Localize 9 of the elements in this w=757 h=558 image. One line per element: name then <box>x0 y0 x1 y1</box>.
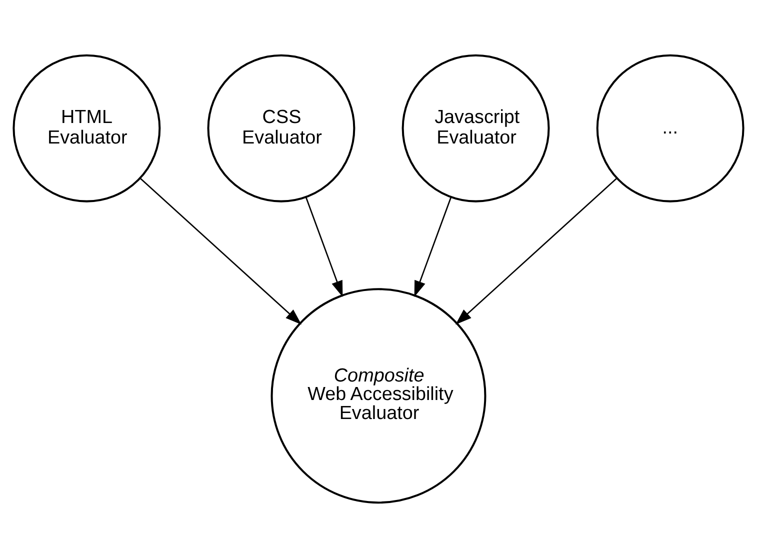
node-circle: HTML Evaluator <box>12 54 161 202</box>
arrow <box>414 196 452 298</box>
node-circle: ... <box>596 54 744 202</box>
arrow <box>305 196 343 298</box>
arrow <box>140 178 302 325</box>
node-circle: Composite Web Accessibility Evaluator <box>270 288 486 504</box>
node-circle: Javascript Evaluator <box>402 54 550 202</box>
node-circle: CSS Evaluator <box>207 54 356 202</box>
arrow <box>455 178 618 325</box>
